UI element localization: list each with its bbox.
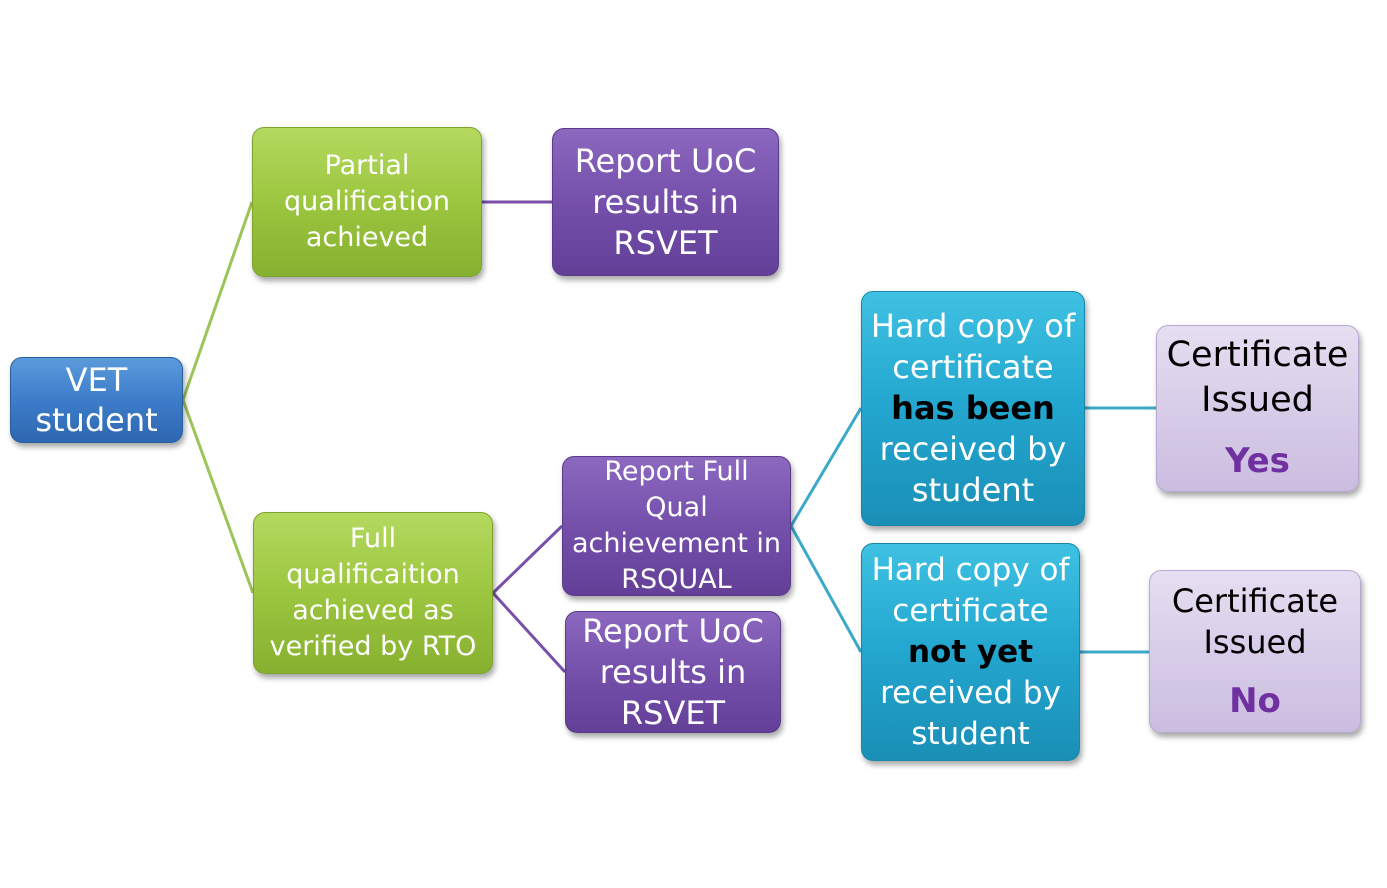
node-text-line: achieved as bbox=[292, 595, 454, 626]
partial-qualification-node: Partial qualification achieved bbox=[252, 127, 482, 277]
node-text-line: Hard copy of bbox=[870, 307, 1076, 345]
certificate-not-received-node: Hard copy of certificate not yet receive… bbox=[861, 543, 1080, 761]
node-text-line: RSVET bbox=[620, 693, 726, 732]
node-text-line: Partial bbox=[324, 150, 410, 181]
node-text-line: VET bbox=[65, 361, 128, 399]
node-text-line: qualification bbox=[284, 186, 450, 217]
answer-yes: Yes bbox=[1225, 441, 1290, 481]
report-full-qual-rsqual-node: Report Full Qual achievement in RSQUAL bbox=[562, 456, 791, 596]
connector-reportfull-to-hasbeen bbox=[789, 407, 863, 527]
node-text-line: received by bbox=[879, 430, 1067, 468]
certificate-received-node: Hard copy of certificate has been receiv… bbox=[861, 291, 1085, 526]
node-text-line: RSVET bbox=[613, 223, 718, 262]
node-text-line: Report UoC bbox=[574, 141, 757, 180]
node-text-line: qualificaition bbox=[286, 559, 460, 590]
node-text-line: Certificate bbox=[1166, 335, 1349, 375]
node-text-line: Qual bbox=[645, 492, 708, 523]
node-text-line: student bbox=[911, 715, 1030, 752]
node-text-line: Certificate bbox=[1171, 582, 1339, 620]
connector-vet-to-full bbox=[181, 399, 255, 594]
connector-full-to-reportfull bbox=[491, 524, 564, 595]
node-text-line: RSQUAL bbox=[621, 564, 732, 595]
vet-student-node: VET student bbox=[10, 357, 183, 443]
report-uoc-rsvet-node-bottom: Report UoC results in RSVET bbox=[565, 611, 781, 733]
connector-reportfull-to-notyet bbox=[789, 525, 863, 653]
node-text-line: Issued bbox=[1201, 380, 1314, 420]
node-text-line: certificate bbox=[892, 592, 1049, 629]
emphasis-text: has been bbox=[891, 389, 1055, 427]
node-text-line: certificate bbox=[892, 348, 1054, 386]
connector-vet-to-partial bbox=[181, 201, 254, 401]
node-text-line: received by bbox=[880, 674, 1061, 711]
node-text-line: Report UoC bbox=[582, 611, 764, 650]
emphasis-text: not yet bbox=[907, 633, 1034, 670]
report-uoc-rsvet-node-top: Report UoC results in RSVET bbox=[552, 128, 779, 276]
node-text-line: Full bbox=[349, 523, 397, 554]
node-text-line: achievement in bbox=[571, 528, 781, 559]
node-text-line: results in bbox=[599, 652, 747, 691]
node-text-line: Hard copy of bbox=[871, 551, 1070, 588]
answer-no: No bbox=[1229, 681, 1281, 721]
certificate-issued-yes-node: Certificate Issued Yes bbox=[1156, 325, 1359, 492]
node-text-line: Report Full bbox=[604, 456, 749, 487]
node-text-line: student bbox=[911, 471, 1035, 509]
node-text-line: results in bbox=[592, 182, 739, 221]
connector-full-to-report2 bbox=[491, 591, 567, 674]
node-text-line: achieved bbox=[305, 222, 429, 253]
full-qualification-node: Full qualificaition achieved as verified… bbox=[253, 512, 493, 674]
certificate-issued-no-node: Certificate Issued No bbox=[1149, 570, 1361, 733]
node-text-line: student bbox=[35, 401, 158, 439]
node-text-line: verified by RTO bbox=[269, 631, 477, 662]
node-text-line: Issued bbox=[1203, 623, 1307, 661]
